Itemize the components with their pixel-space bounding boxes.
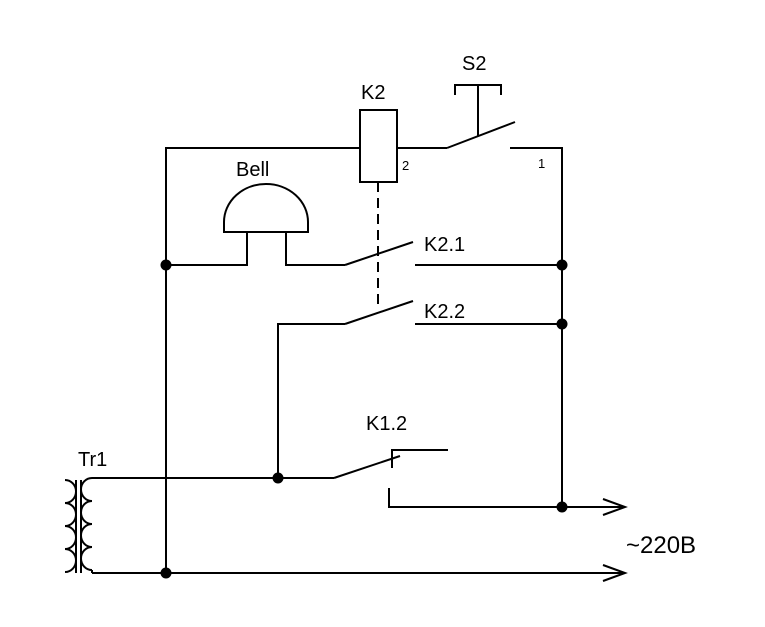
wire-s2-right-rail <box>510 147 563 507</box>
junction-dot <box>272 472 284 484</box>
junction-dot <box>160 567 172 579</box>
wire-bell-right <box>285 232 345 266</box>
wires <box>92 147 625 574</box>
wire-k12-bottom <box>388 488 625 508</box>
label-k2-2: K2.2 <box>424 301 465 323</box>
contact-k2-2-blade <box>344 300 414 325</box>
k1-2-blade <box>333 455 401 479</box>
junction-dot <box>556 501 568 513</box>
label-bell: Bell <box>236 159 269 181</box>
tr1-secondary-winding <box>80 477 93 571</box>
arrow-head-upper <box>602 498 628 516</box>
arrow-head-lower <box>602 564 628 582</box>
tr1-primary-winding <box>64 479 77 573</box>
labels: S2 K2 Bell 2 1 K2.1 K2.2 K1.2 Tr1 ~220B <box>78 53 696 559</box>
transformer-tr1-icon <box>64 477 93 573</box>
s2-button-cap <box>454 84 502 95</box>
wire-k22-left <box>277 323 345 478</box>
label-tr1: Tr1 <box>78 449 107 471</box>
junction-dots <box>160 259 568 579</box>
junction-dot <box>556 318 568 330</box>
label-k2-pin-2: 2 <box>402 158 409 173</box>
s2-blade <box>446 121 516 149</box>
k1-2-fixed-contact <box>391 449 448 468</box>
relay-k2-coil <box>359 109 398 183</box>
label-supply-voltage: ~220B <box>626 532 696 559</box>
contact-k2-1-blade <box>344 241 414 266</box>
label-k2: K2 <box>361 82 385 104</box>
arrows <box>602 498 628 582</box>
label-s2: S2 <box>462 53 486 75</box>
junction-dot <box>160 259 172 271</box>
bell-dome <box>223 183 309 233</box>
wire-bell-left <box>166 232 248 266</box>
label-k1-2: K1.2 <box>366 413 407 435</box>
label-s2-pin-1: 1 <box>538 156 545 171</box>
label-k2-1: K2.1 <box>424 234 465 256</box>
contact-k1-2 <box>333 449 448 479</box>
bell-icon <box>223 183 309 233</box>
switch-s2 <box>446 84 516 149</box>
wire-top-left <box>165 147 360 573</box>
junction-dot <box>556 259 568 271</box>
